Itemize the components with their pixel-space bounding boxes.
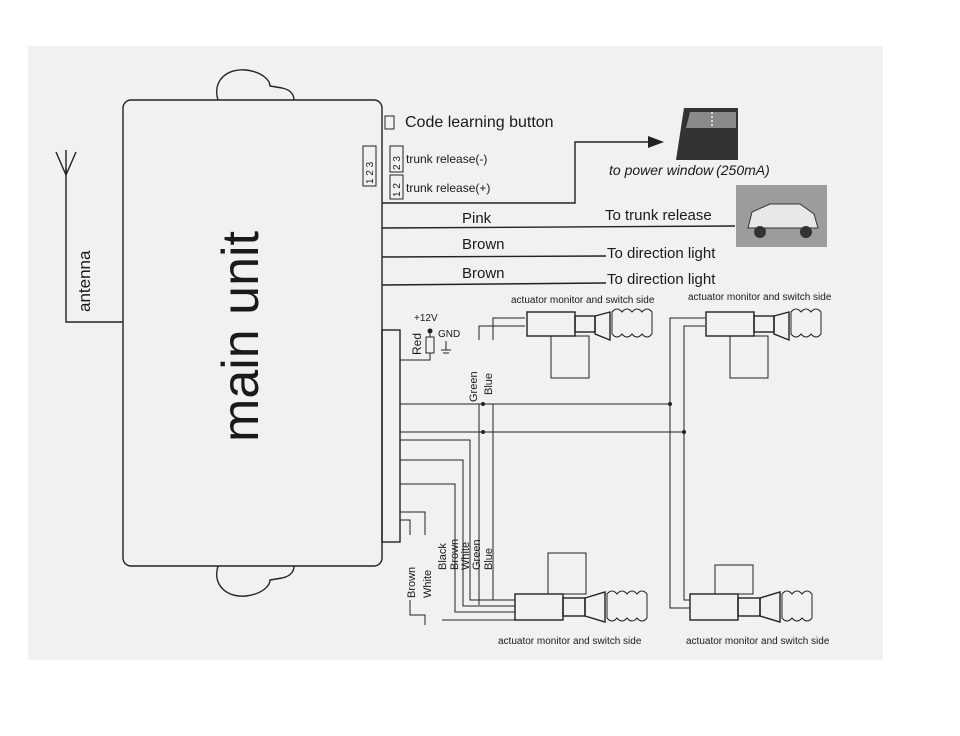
wire-brown-1-label: Brown [462,236,505,253]
fuse-icon [425,336,435,354]
ground-icon [441,341,451,354]
actuator-top-left-label: actuator monitor and switch side [511,295,655,306]
code-learning-label: Code learning button [405,114,554,131]
direction-lights-group: Brown To direction light Brown To direct… [381,236,716,288]
green-wire-label: Green [468,371,480,402]
blue2-wire-label: Blue [483,548,495,570]
gnd-label: GND [438,329,460,340]
trunk-release-minus-label: trunk release(-) [406,152,487,166]
direction-light-1-label: To direction light [607,245,716,262]
antenna-label: antenna [75,250,94,312]
power-window-label: to power window (250mA) [609,162,770,178]
black-wire-label: Black [437,543,449,570]
pin-boxes: 1 2 3 2 3 1 2 [362,145,404,200]
main-unit: main unit [122,69,401,597]
plus12v-label: +12V [414,313,438,324]
brown-wire-bottom-label: Brown [406,567,418,598]
bottom-wires: Brown White Black Brown White Green Blue [400,439,515,625]
trunk-release-group: Pink To trunk release [381,185,827,247]
pin-box-b: 2 3 [392,156,403,170]
pin-box-c: 1 2 [392,183,403,197]
mid-wires: Green Blue [400,317,705,609]
blue-wire-label: Blue [483,373,495,395]
green2-wire-label: Green [471,539,483,570]
white-wire-bottom-label: White [422,570,434,598]
antenna-icon [55,150,77,177]
antenna-group: antenna [55,150,123,323]
connector-strip [381,329,401,543]
wire-brown-2-label: Brown [462,265,505,282]
actuator-top-right: actuator monitor and switch side [688,292,832,379]
actuator-top-right-label: actuator monitor and switch side [688,292,832,303]
main-unit-title: main unit [212,230,270,442]
direction-light-2-label: To direction light [607,271,716,288]
code-learning-button-icon[interactable] [384,115,395,130]
pin-box-a: 1 2 3 [365,161,376,184]
actuator-bottom-left-label: actuator monitor and switch side [498,636,642,647]
brown2-wire-label: Brown [449,539,461,570]
actuator-bottom-right: actuator monitor and switch side [686,564,830,647]
actuator-bottom-left: actuator monitor and switch side [498,552,648,647]
arrow-icon [648,136,664,148]
code-learning-group: Code learning button [384,114,554,131]
actuator-bottom-right-label: actuator monitor and switch side [686,636,830,647]
red-wire-label: Red [410,333,424,355]
power-group: +12V GND Red [400,313,460,361]
power-window-group: to power window (250mA) [382,108,770,204]
actuator-top-left: actuator monitor and switch side [511,295,655,379]
trunk-release-label: To trunk release [605,207,712,224]
trunk-release-plus-label: trunk release(+) [406,181,490,195]
white2-wire-label: White [460,542,472,570]
wire-pink-label: Pink [462,210,492,227]
